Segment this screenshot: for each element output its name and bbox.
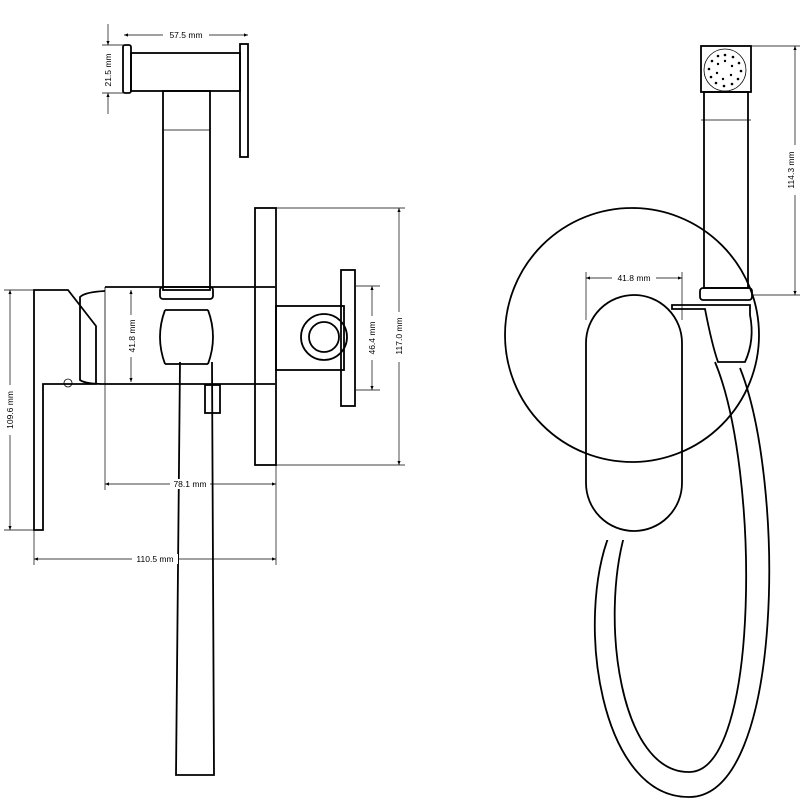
lever (33, 289, 97, 531)
wall-plate (254, 207, 277, 466)
dim-holder-span (356, 285, 380, 391)
lever-pivot (63, 378, 73, 388)
dim-plate-height-label: 117.0 mm (394, 317, 404, 354)
side-view: 57.5 mm 21.5 mm 41.8 mm 46.4 mm (4, 24, 405, 776)
dim-head-height-label: 21.5 mm (103, 53, 113, 86)
mixer-handle (585, 294, 683, 532)
dim-body-depth (104, 384, 277, 490)
mixer-body (79, 286, 275, 385)
holder-front (671, 304, 753, 363)
dim-body-height (127, 290, 136, 382)
dim-lever-height (4, 289, 34, 531)
dim-head-length (123, 30, 248, 40)
sprayer-front (699, 45, 753, 301)
hose-loop (582, 361, 771, 798)
dim-sprayer-height-label: 114.3 mm (786, 151, 796, 188)
hose-connector (159, 309, 214, 365)
dim-handle-width-label: 41.8 mm (617, 273, 650, 283)
holder-bracket (275, 269, 356, 407)
dim-holder-span-label: 46.4 mm (367, 321, 377, 354)
sprayer-head (122, 43, 249, 158)
dim-head-length-label: 57.5 mm (169, 30, 202, 40)
front-view: 41.8 mm 114.3 mm (504, 45, 800, 798)
dim-plate-height (276, 207, 405, 466)
dim-sprayer-height (751, 45, 800, 296)
dim-body-height-label: 41.8 mm (127, 319, 137, 352)
dim-head-height (102, 24, 124, 114)
hose (175, 361, 215, 776)
dim-handle-width (585, 272, 683, 320)
dim-overall-depth-label: 110.5 mm (136, 554, 173, 564)
sprayer-handle (159, 90, 214, 300)
nozzle-holes (707, 53, 743, 88)
dim-overall-depth (33, 490, 277, 565)
dim-lever-height-label: 109.6 mm (5, 391, 15, 429)
escutcheon-plate (504, 207, 760, 463)
dim-body-depth-label: 78.1 mm (173, 479, 206, 489)
